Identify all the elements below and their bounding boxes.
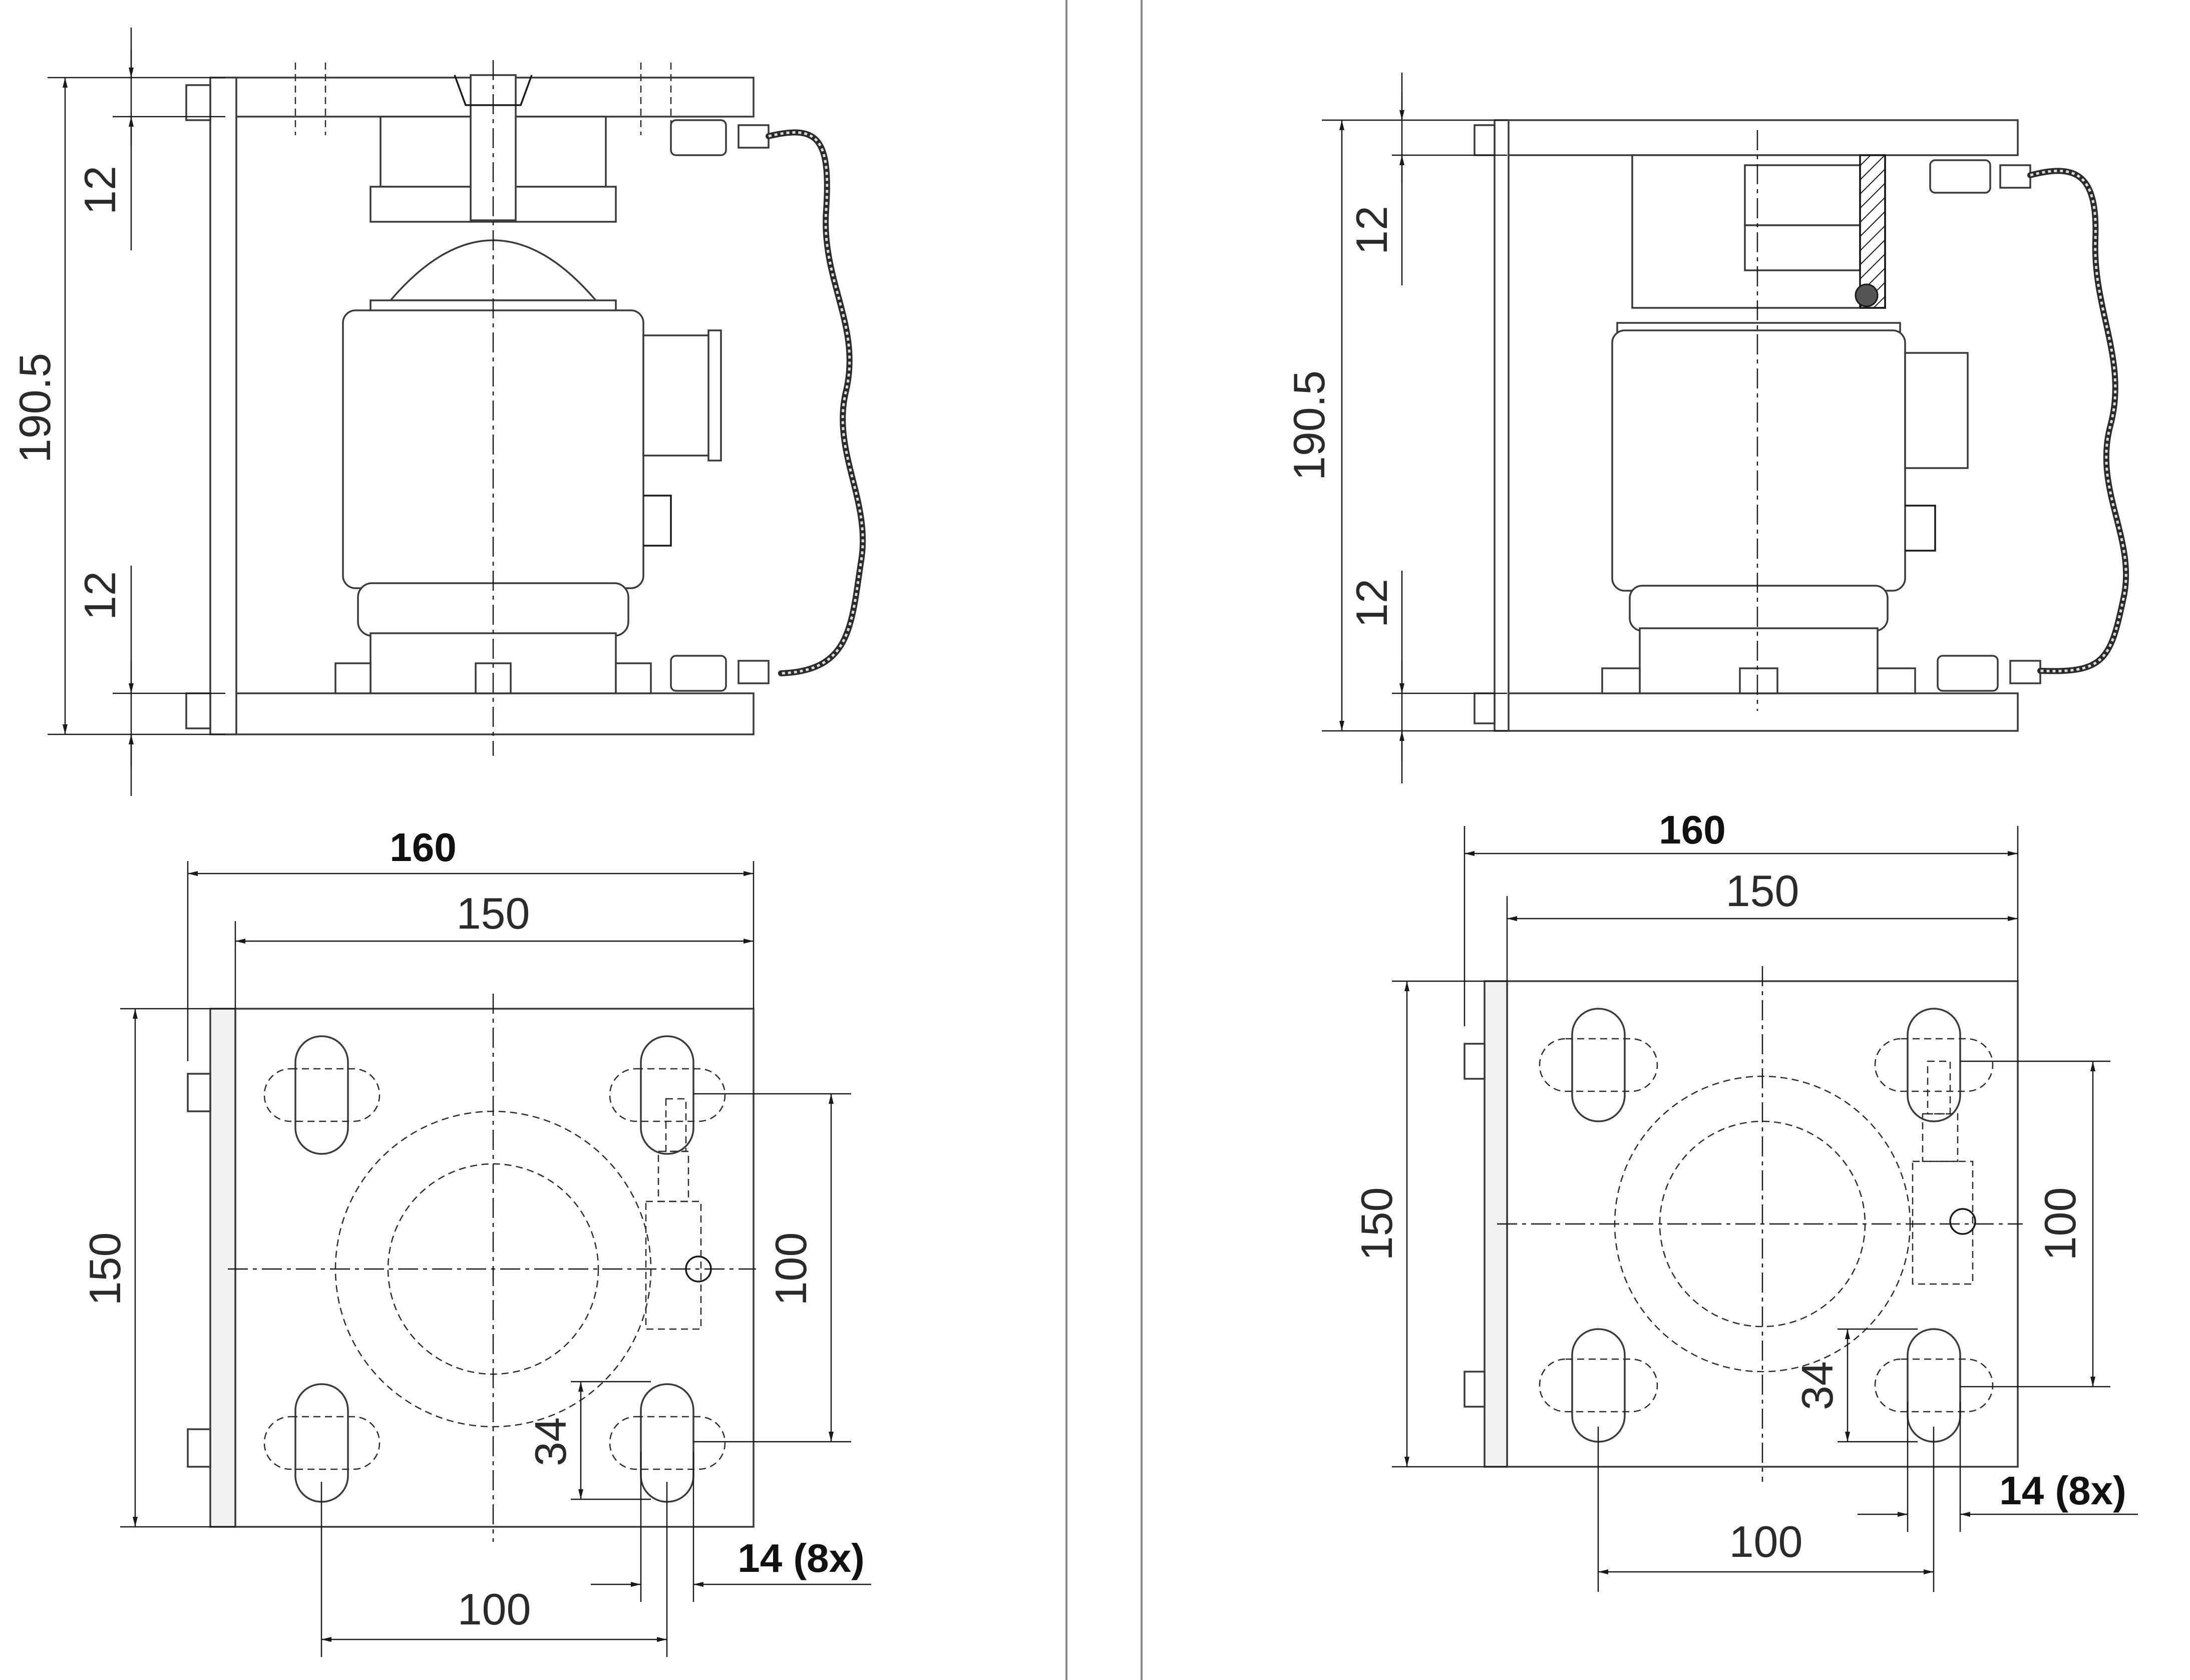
right-slot-tr — [1907, 1008, 1961, 1122]
right-dim-hole-pitch-v: 100 — [2035, 1187, 2085, 1261]
right-side-view: 190.5 12 12 — [1284, 73, 2129, 783]
right-dim-width-inner: 150 — [1726, 866, 1799, 916]
left-bracket-tab-bottom — [185, 692, 211, 729]
right-side-bracket — [1494, 119, 1510, 732]
left-slot-tr — [640, 1035, 694, 1155]
left-side-view: 190.5 12 12 — [10, 28, 866, 796]
right-slot-br — [1907, 1328, 1961, 1443]
left-dim-width-outer: 160 — [390, 825, 456, 870]
left-dim-total: 190.5 — [10, 353, 60, 463]
right-dim-total: 190.5 — [1284, 370, 1334, 481]
right-hatched-section — [1859, 154, 1886, 309]
left-side-bracket — [209, 77, 237, 735]
left-cable-gland — [642, 334, 714, 457]
left-slot-tl — [294, 1035, 349, 1155]
left-bracket-tab-top — [185, 84, 211, 121]
right-dim-width-outer: 160 — [1659, 807, 1725, 852]
right-plan-view: 160 150 150 100 100 34 14 (8x) — [1352, 807, 2138, 1592]
right-bottom-plate — [1506, 692, 2019, 732]
right-dim-bottom-plate: 12 — [1347, 579, 1396, 628]
right-dim-offset: 34 — [1792, 1361, 1842, 1410]
left-dim-hole-pitch-h: 100 — [458, 1584, 531, 1634]
right-ground-bolt-bottom — [1937, 655, 1999, 692]
left-ground-cable — [766, 129, 866, 676]
left-ground-bolt-bottom — [670, 655, 727, 692]
left-plan-bracket — [209, 1008, 236, 1528]
left-dim-bottom-plate: 12 — [75, 571, 125, 620]
right-dim-height: 150 — [1352, 1187, 1401, 1261]
left-bottom-plate — [224, 692, 755, 735]
right-top-plate — [1506, 119, 2019, 156]
right-cable-gland — [1904, 352, 1969, 469]
left-dim-slot: 14 (8x) — [738, 1536, 864, 1580]
left-dim-offset: 34 — [526, 1417, 575, 1466]
right-load-cell-body — [1611, 329, 1906, 592]
left-plan-view: 160 150 150 100 100 34 14 (8x) — [80, 825, 871, 1657]
right-ground-bolt-top — [1929, 159, 1991, 194]
right-dim-slot: 14 (8x) — [1999, 1468, 2126, 1513]
left-dim-height: 150 — [80, 1232, 130, 1306]
left-ground-bolt-top — [670, 119, 727, 156]
right-slot-tl — [1571, 1008, 1626, 1122]
left-dim-width-inner: 150 — [457, 889, 530, 938]
left-dim-top-plate: 12 — [75, 166, 125, 215]
left-dim-hole-pitch-v: 100 — [766, 1232, 816, 1306]
right-slot-bl — [1571, 1328, 1626, 1443]
right-dim-top-plate: 12 — [1347, 206, 1396, 255]
right-dim-hole-pitch-h: 100 — [1729, 1517, 1803, 1566]
